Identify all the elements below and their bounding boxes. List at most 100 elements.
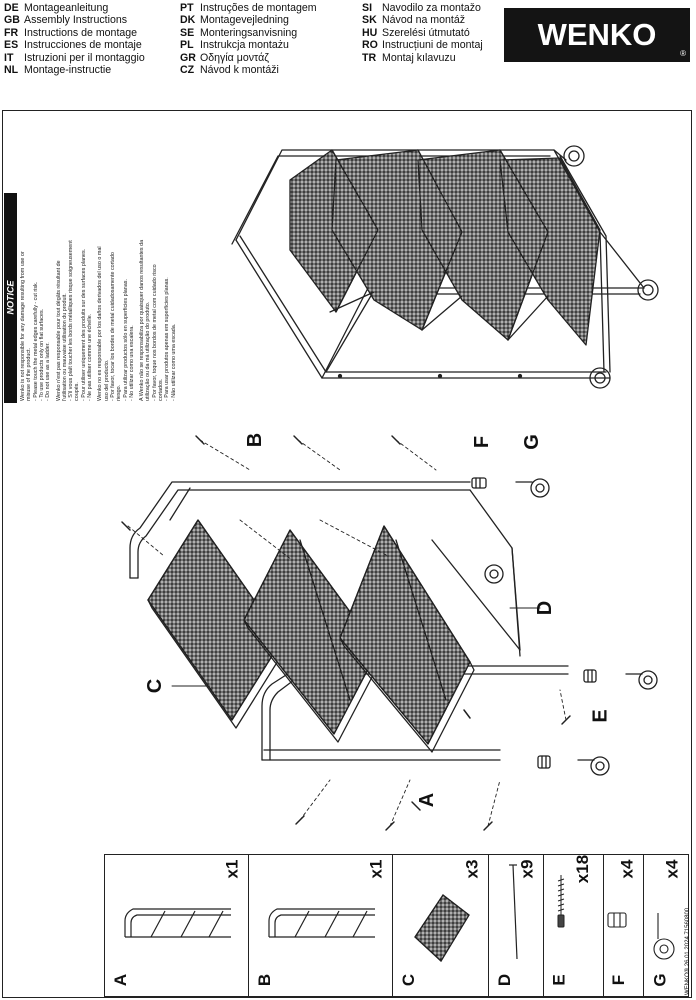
language-item: NL Montage-instructie <box>4 64 145 76</box>
frame-ladder-icon <box>268 908 375 938</box>
language-title: Οδηγία μοντάζ <box>200 51 269 64</box>
label-b: B <box>244 432 267 448</box>
part-letter: C <box>399 973 419 987</box>
language-item: TR Montaj kılavuzu <box>362 52 483 64</box>
language-item: ES Instrucciones de montaje <box>4 39 145 51</box>
part-d: D x9 <box>489 855 544 996</box>
notice-badge <box>4 193 17 403</box>
language-code: FR <box>4 26 19 39</box>
language-code: CZ <box>180 64 195 77</box>
connector-icon <box>607 912 627 928</box>
assembly-frame <box>2 110 692 998</box>
part-g: G x4 <box>644 855 688 996</box>
language-item: DK Montagevejledning <box>180 14 317 26</box>
part-quantity: x9 <box>517 859 537 879</box>
part-letter: B <box>255 973 275 987</box>
notice-panel: NOTICE Wenko is not responsible for any … <box>4 193 177 403</box>
parts-list: A x1 B x1 C x3 D x9 E x <box>104 854 689 997</box>
language-code: SE <box>180 26 195 39</box>
part-letter: A <box>111 973 131 987</box>
language-item: GR Οδηγία μοντάζ <box>180 52 317 64</box>
part-quantity: x18 <box>572 854 592 884</box>
language-item: IT Istruzioni per il montaggio <box>4 52 145 64</box>
frame-ladder-icon <box>124 908 231 938</box>
caster-wheel-icon <box>653 913 675 960</box>
language-item: SK Návod na montáž <box>362 14 483 26</box>
label-e: E <box>589 709 612 723</box>
part-letter: F <box>609 974 629 986</box>
part-letter: D <box>495 973 515 987</box>
label-c: C <box>144 678 167 694</box>
screw-icon <box>557 875 565 928</box>
language-code: GR <box>180 51 196 64</box>
footer: WENKO® 26.01.2024 71560800 <box>683 865 696 998</box>
language-item: SI Navodilo za montažo <box>362 2 483 14</box>
language-code: PL <box>180 39 194 52</box>
language-code: TR <box>362 51 377 64</box>
part-quantity: x1 <box>366 859 386 879</box>
language-title: Instrucțiuni de montaj <box>382 39 483 52</box>
language-code: DE <box>4 2 19 14</box>
wenko-logo: WENKO ® <box>504 8 690 62</box>
language-title: Montage-instructie <box>24 64 112 77</box>
label-f: F <box>471 435 494 449</box>
language-title: Monteringsanvisning <box>200 26 298 39</box>
mesh-shelf-icon <box>414 894 470 962</box>
language-code: SK <box>362 14 377 27</box>
language-item: PT Instruções de montagem <box>180 2 317 14</box>
language-item: FR Instructions de montage <box>4 27 145 39</box>
exploded-view-illustration <box>121 435 658 831</box>
language-title: Instructions de montage <box>24 26 138 39</box>
language-item: DE Montageanleitung <box>4 2 145 14</box>
label-d: D <box>534 600 557 616</box>
language-title: Návod na montáž <box>382 14 466 27</box>
logo-text: WENKO <box>537 17 657 52</box>
language-item: PL Instrukcja montażu <box>180 39 317 51</box>
part-quantity: x1 <box>222 859 242 879</box>
language-title: Montageanleitung <box>24 2 109 14</box>
rod-icon <box>509 864 518 960</box>
part-quantity: x4 <box>617 859 637 879</box>
language-item: SE Monteringsanvisning <box>180 27 317 39</box>
part-quantity: x4 <box>662 859 682 879</box>
language-code: SI <box>362 2 373 14</box>
part-e: E x18 <box>544 855 604 996</box>
part-letter: G <box>650 973 670 987</box>
language-code: PT <box>180 2 194 14</box>
language-item: HU Szerelési útmutató <box>362 27 483 39</box>
language-title: Instrucciones de montaje <box>24 39 142 52</box>
language-title: Instruções de montagem <box>200 2 317 14</box>
part-quantity: x3 <box>462 859 482 879</box>
logo-registered-mark: ® <box>680 49 686 58</box>
part-letter: E <box>549 974 569 986</box>
language-item: GB Assembly Instructions <box>4 14 145 26</box>
part-b: B x1 <box>249 855 393 996</box>
part-a: A x1 <box>105 855 249 996</box>
language-code: IT <box>4 51 14 64</box>
language-code: HU <box>362 26 378 39</box>
language-title: Assembly Instructions <box>24 14 128 27</box>
part-f: F x4 <box>604 855 644 996</box>
language-title: Szerelési útmutató <box>382 26 470 39</box>
footer-text: WENKO® 26.01.2024 71560800 <box>685 907 691 995</box>
part-c: C x3 <box>393 855 489 996</box>
label-g: G <box>520 434 543 450</box>
language-title: Montagevejledning <box>200 14 289 27</box>
language-code: GB <box>4 14 20 27</box>
language-item: CZ Návod k montáži <box>180 64 317 76</box>
language-title: Istruzioni per il montaggio <box>24 51 145 64</box>
language-title: Instrukcja montażu <box>200 39 289 52</box>
language-code: NL <box>4 64 19 77</box>
language-title: Montaj kılavuzu <box>382 51 456 64</box>
label-a: A <box>416 792 439 808</box>
language-code: DK <box>180 14 196 27</box>
language-title: Návod k montáži <box>200 64 279 77</box>
assembled-trolley-illustration <box>231 145 659 389</box>
language-code: ES <box>4 39 19 52</box>
language-title: Navodilo za montažo <box>382 2 481 14</box>
